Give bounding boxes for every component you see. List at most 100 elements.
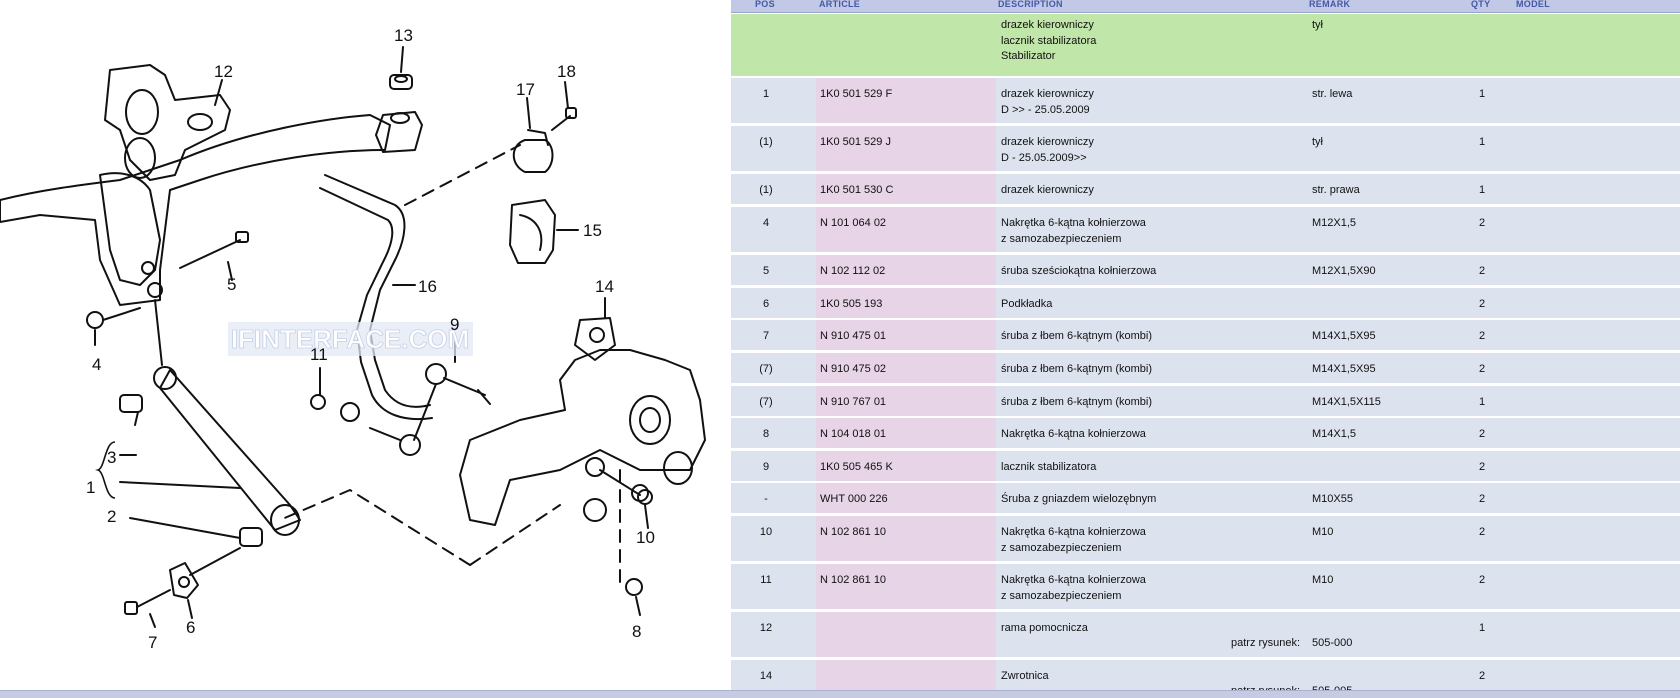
table-row[interactable]: - WHT 000 226 Śruba z gniazdem wielozębnym… xyxy=(731,483,1680,513)
cell-article: 1K0 501 530 C xyxy=(816,174,996,204)
description-line: drazek kierowniczy xyxy=(1001,136,1094,148)
description-line: śruba z łbem 6-kątnym (kombi) xyxy=(1001,330,1152,342)
cell-qty: 1 xyxy=(1479,136,1486,148)
callout-11: 11 xyxy=(310,345,328,364)
callout-4: 4 xyxy=(92,355,101,374)
cell-qty: 2 xyxy=(1479,265,1486,277)
cell-pos: 1 xyxy=(762,88,770,100)
cell-pos: - xyxy=(764,493,768,505)
cell-pos: 10 xyxy=(759,526,773,538)
cell-remark: M10 xyxy=(1312,526,1334,538)
cell-description: śruba z łbem 6-kątnym (kombi) xyxy=(1001,395,1152,411)
cell-pos: 14 xyxy=(759,670,773,682)
callout-1: 1 xyxy=(86,478,95,497)
cell-pos: 4 xyxy=(762,217,770,229)
header-qty: QTY xyxy=(1471,0,1491,9)
table-row[interactable]: 14Zwrotnica2patrz rysunek:505-005 xyxy=(731,660,1680,690)
callout-10: 10 xyxy=(636,528,655,547)
description-line: D - 25.05.2009>> xyxy=(1001,151,1087,164)
cell-article: N 101 064 02 xyxy=(816,207,996,252)
cell-description: śruba z łbem 6-kątnym (kombi) xyxy=(1001,362,1152,378)
cell-remark: M14X1,5X95 xyxy=(1312,363,1376,375)
parts-diagram: IFINTERFACE.COM 1 2 3 4 5 6 7 8 9 10 11 … xyxy=(0,0,730,690)
bottom-scrollbar[interactable] xyxy=(0,690,1680,698)
cell-article xyxy=(816,612,996,657)
suspension-exploded-drawing: IFINTERFACE.COM 1 2 3 4 5 6 7 8 9 10 11 … xyxy=(0,26,706,652)
cell-article: WHT 000 226 xyxy=(816,483,996,513)
see-drawing-link[interactable]: 505-000 xyxy=(1312,637,1353,649)
cell-pos: 5 xyxy=(762,265,770,277)
header-pos: POS xyxy=(755,0,775,9)
callout-18: 18 xyxy=(557,62,576,81)
see-drawing-label: patrz rysunek: xyxy=(1231,637,1301,649)
description-line: Nakrętka 6-kątna kołnierzowa xyxy=(1001,428,1146,440)
cell-remark: M10X55 xyxy=(1312,493,1353,505)
cell-article: 1K0 501 529 J xyxy=(816,126,996,171)
group-remark: tył xyxy=(1312,19,1323,31)
cell-pos: 8 xyxy=(762,428,770,440)
callout-7: 7 xyxy=(148,633,157,652)
cell-qty: 2 xyxy=(1479,670,1486,682)
cell-remark: M12X1,5X90 xyxy=(1312,265,1376,277)
header-model: MODEL xyxy=(1516,0,1550,9)
callout-16: 16 xyxy=(418,277,437,296)
callout-12: 12 xyxy=(214,62,233,81)
description-line: Nakrętka 6-kątna kołnierzowa xyxy=(1001,574,1146,586)
callout-8: 8 xyxy=(632,622,641,641)
callout-6: 6 xyxy=(186,618,195,637)
cell-qty: 1 xyxy=(1479,396,1486,408)
cell-qty: 2 xyxy=(1479,526,1486,538)
description-line: śruba z łbem 6-kątnym (kombi) xyxy=(1001,363,1152,375)
cell-remark: str. lewa xyxy=(1312,88,1353,100)
description-line: śruba sześciokątna kołnierzowa xyxy=(1001,265,1157,277)
cell-description: śruba z łbem 6-kątnym (kombi) xyxy=(1001,329,1152,345)
callout-2: 2 xyxy=(107,507,116,526)
cell-qty: 2 xyxy=(1479,330,1486,342)
description-line: drazek kierowniczy xyxy=(1001,88,1094,100)
cell-remark: tył xyxy=(1312,136,1323,148)
cell-article: N 910 475 02 xyxy=(816,353,996,383)
cell-article: 1K0 501 529 F xyxy=(816,78,996,123)
cell-qty: 2 xyxy=(1479,363,1486,375)
see-drawing-link[interactable]: 505-005 xyxy=(1312,684,1352,690)
cell-pos: 7 xyxy=(762,330,770,342)
cell-description: Nakrętka 6-kątna kołnierzowa xyxy=(1001,427,1146,443)
cell-description: Zwrotnica xyxy=(1001,669,1049,685)
cell-remark: M12X1,5 xyxy=(1312,217,1357,229)
cell-pos: (1) xyxy=(759,136,773,148)
cell-description: Nakrętka 6-kątna kołnierzowa z samozabezp… xyxy=(1001,216,1146,247)
cell-remark: M14X1,5X115 xyxy=(1312,396,1381,408)
cell-pos: (7) xyxy=(759,396,773,408)
cell-pos: (1) xyxy=(759,184,773,196)
cell-qty: 2 xyxy=(1479,493,1486,505)
table-row[interactable]: 1 1K0 501 529 F drazek kierowniczy D >> - 2… xyxy=(731,78,1680,123)
description-line: Nakrętka 6-kątna kołnierzowa xyxy=(1001,217,1146,229)
cell-qty: 1 xyxy=(1479,88,1486,100)
cell-description: Podkładka xyxy=(1001,297,1052,313)
description-line: Śruba z gniazdem wielozębnym xyxy=(1001,493,1157,505)
description-line: lacznik stabilizatora xyxy=(1001,461,1097,473)
description-line: D >> - 25.05.2009 xyxy=(1001,103,1090,116)
group-desc-line: drazek kierowniczy xyxy=(1001,19,1094,31)
callout-5: 5 xyxy=(227,275,236,294)
description-line: z samozabezpieczeniem xyxy=(1001,541,1122,554)
cell-remark: M14X1,5X95 xyxy=(1312,330,1376,342)
cell-description: rama pomocnicza xyxy=(1001,621,1088,637)
callout-17: 17 xyxy=(516,80,535,99)
description-line: z samozabezpieczeniem xyxy=(1001,232,1122,245)
callout-15: 15 xyxy=(583,221,602,240)
table-row[interactable]: (1) 1K0 501 529 J drazek kierowniczy D - 25… xyxy=(731,126,1680,171)
